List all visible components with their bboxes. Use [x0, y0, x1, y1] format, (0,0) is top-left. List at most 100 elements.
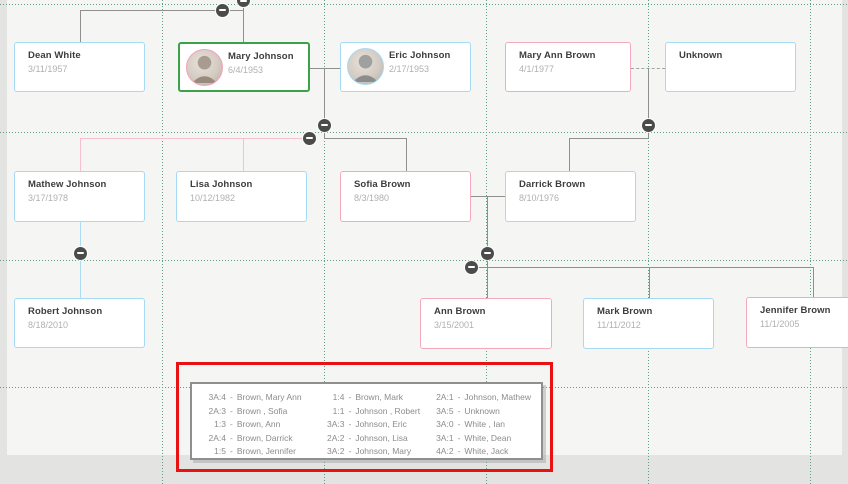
minus-icon: [320, 124, 328, 126]
person-photo: [347, 48, 384, 85]
person-card-mathew-johnson[interactable]: Mathew Johnson 3/17/1978: [14, 171, 145, 222]
connector-children-pink: [80, 137, 309, 139]
canvas-edge-right: [842, 0, 848, 484]
connector-children-gray: [471, 266, 813, 268]
portrait-image: [191, 55, 218, 84]
person-birthdate: 11/11/2012: [597, 320, 641, 330]
person-name: Eric Johnson: [389, 50, 451, 61]
person-name: Lisa Johnson: [190, 179, 253, 190]
collapse-button[interactable]: [236, 0, 250, 7]
legend-entry: 3A:0-White , Ian: [436, 419, 506, 429]
collapse-button[interactable]: [317, 118, 331, 132]
connector-mark-drop: [648, 267, 650, 298]
minus-icon: [305, 137, 313, 139]
legend-entry: 3A:3-Johnson, Eric: [326, 419, 407, 429]
connector-mary-eric-couple: [310, 67, 340, 69]
person-name: Mathew Johnson: [28, 179, 107, 190]
grid-line-vertical: [161, 0, 163, 484]
legend-entry: 3A:2-Johnson, Mary: [326, 446, 412, 456]
connector-to-sofia-horizontal: [324, 137, 406, 139]
connector-to-sofia-drop: [405, 138, 407, 171]
legend-entry: 3A:4-Brown, Mary Ann: [208, 392, 302, 402]
person-name: Mark Brown: [597, 306, 653, 317]
person-card-mary-johnson[interactable]: Mary Johnson 6/4/1953: [178, 42, 310, 92]
legend-entry: 1:5-Brown, Jennifer: [214, 446, 296, 456]
person-name: Sofia Brown: [354, 179, 411, 190]
person-name: Jennifer Brown: [760, 305, 831, 316]
minus-icon: [467, 266, 475, 268]
connector-sofia-darrick-couple: [471, 195, 505, 197]
connector-jennifer-drop: [812, 267, 814, 298]
person-name: Robert Johnson: [28, 306, 103, 317]
person-card-lisa-johnson[interactable]: Lisa Johnson 10/12/1982: [176, 171, 307, 222]
legend-entry: 1:4-Brown, Mark: [332, 392, 404, 402]
person-card-robert-johnson[interactable]: Robert Johnson 8/18/2010: [14, 298, 145, 348]
person-photo: [186, 49, 223, 86]
legend-entry: 1:3-Brown, Ann: [214, 419, 281, 429]
collapse-button[interactable]: [302, 131, 316, 145]
person-card-sofia-brown[interactable]: Sofia Brown 8/3/1980: [340, 171, 471, 222]
grid-line-horizontal: [0, 259, 848, 261]
legend-entry: 2A:3-Brown , Sofia: [208, 405, 288, 416]
collapse-button[interactable]: [480, 246, 494, 260]
minus-icon: [218, 9, 226, 11]
person-birthdate: 4/1/1977: [519, 64, 555, 74]
person-birthdate: 8/3/1980: [354, 193, 390, 203]
connector-maryann-drop: [647, 68, 649, 138]
person-name: Darrick Brown: [519, 179, 586, 190]
legend-column: 2A:1-Johnson, Mathew 3A:5-Unknown 3A:0-Whi…: [430, 393, 533, 458]
person-birthdate: 8/10/1976: [519, 193, 560, 203]
collapse-button[interactable]: [641, 118, 655, 132]
person-card-jennifer-brown[interactable]: Jennifer Brown 11/1/2005: [746, 297, 848, 348]
legend-entry: 3A:1-White, Dean: [436, 432, 512, 443]
collapse-button[interactable]: [215, 3, 229, 17]
minus-icon: [239, 0, 247, 2]
connector-mathew-drop: [79, 138, 81, 171]
person-name: Mary Johnson: [228, 51, 294, 62]
person-birthdate: 2/17/1953: [389, 64, 430, 74]
legend-entry: 2A:2-Johnson, Lisa: [326, 432, 408, 443]
person-card-mary-ann-brown[interactable]: Mary Ann Brown 4/1/1977: [505, 42, 631, 92]
grid-line-horizontal: [0, 4, 848, 5]
person-card-dean-white[interactable]: Dean White 3/11/1957: [14, 42, 145, 92]
person-card-ann-brown[interactable]: Ann Brown 3/15/2001: [420, 298, 552, 349]
grid-line-vertical: [809, 0, 811, 484]
person-name: Ann Brown: [434, 306, 486, 317]
legend-entry: 4A:2-White, Jack: [436, 446, 509, 456]
connector-dean-up: [79, 10, 81, 42]
connector-sofia-darrick-drop: [486, 196, 488, 267]
legend-column: 3A:4-Brown, Mary Ann 2A:3-Brown , Sofia 1:…: [202, 393, 320, 458]
minus-icon: [483, 252, 491, 254]
collapse-button[interactable]: [73, 246, 87, 260]
index-legend-box: 3A:4-Brown, Mary Ann 2A:3-Brown , Sofia 1:…: [190, 382, 543, 460]
person-birthdate: 6/4/1953: [228, 65, 264, 75]
canvas-edge-left: [0, 0, 7, 484]
person-birthdate: 10/12/1982: [190, 193, 236, 203]
person-card-unknown[interactable]: Unknown: [665, 42, 796, 92]
connector-lisa-drop: [242, 138, 244, 171]
person-birthdate: 3/11/1957: [28, 64, 68, 74]
legend-entry: 3A:5-Unknown: [436, 405, 500, 416]
legend-entry: 2A:1-Johnson, Mathew: [436, 392, 532, 402]
connector-mary-eric-drop: [323, 68, 325, 138]
person-name: Mary Ann Brown: [519, 50, 596, 61]
legend-entry: 2A:4-Brown, Darrick: [208, 432, 293, 443]
connector-ann-drop: [486, 267, 488, 298]
person-birthdate: 3/15/2001: [434, 320, 475, 330]
portrait-image: [352, 54, 379, 83]
connector-to-darrick-drop: [568, 138, 570, 171]
legend-column: 1:4-Brown, Mark 1:1-Johnson , Robert 3A:3-…: [320, 393, 429, 458]
minus-icon: [644, 124, 652, 126]
collapse-button[interactable]: [464, 260, 478, 274]
person-card-eric-johnson[interactable]: Eric Johnson 2/17/1953: [340, 42, 471, 92]
person-birthdate: 8/18/2010: [28, 320, 69, 330]
person-card-darrick-brown[interactable]: Darrick Brown 8/10/1976: [505, 171, 636, 222]
legend-entry: 1:1-Johnson , Robert: [332, 405, 421, 416]
person-name: Unknown: [679, 50, 723, 61]
connector-mathew-robert: [79, 222, 81, 298]
person-card-mark-brown[interactable]: Mark Brown 11/11/2012: [583, 298, 714, 349]
person-birthdate: 3/17/1978: [28, 193, 69, 203]
person-name: Dean White: [28, 50, 81, 61]
grid-line-vertical: [485, 0, 487, 484]
